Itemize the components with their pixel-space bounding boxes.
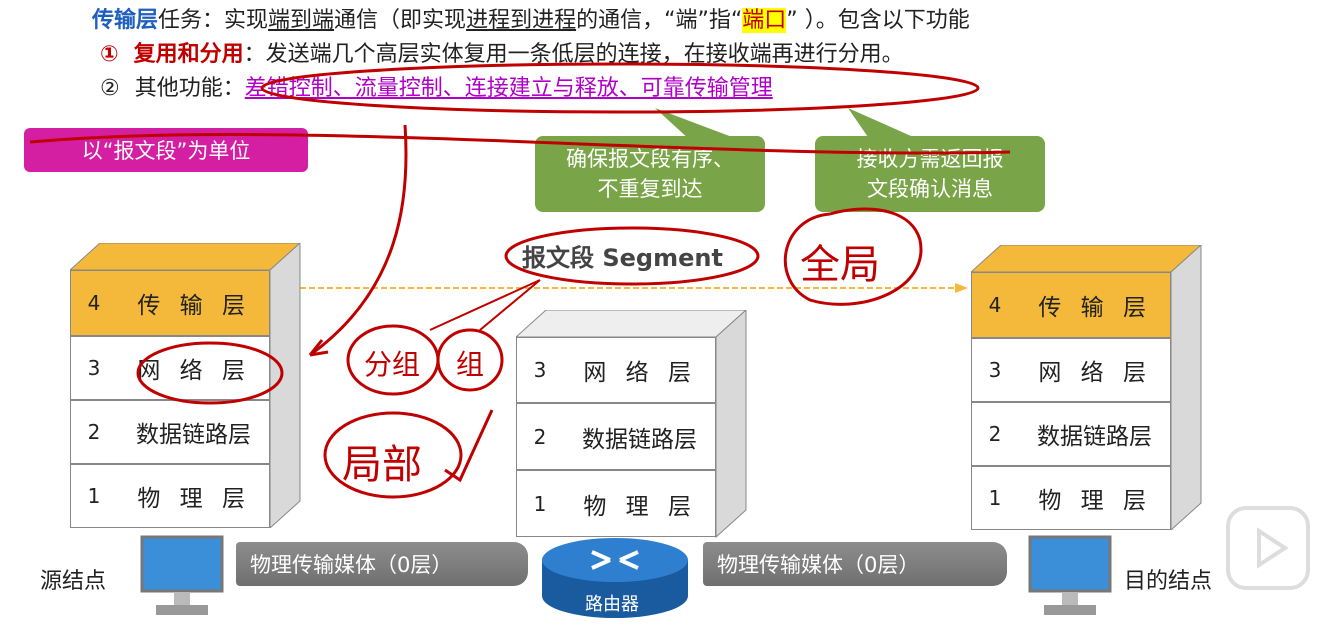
term-transport-layer: 传输层 [92,8,159,33]
segment-arrow [300,283,968,293]
layer-name: 网 络 层 [1038,360,1152,386]
layer-name: 物 理 层 [137,486,251,512]
layer-num: 2 [533,424,547,449]
dest-stack: 4 传 输 层 3 网 络 层 2 数据链路层 1 物 理 层 [971,245,1231,530]
annotation-global: 全局 [800,242,880,288]
function-2-line: ② 其他功能：差错控制、流量控制、连接建立与释放、可靠传输管理 [100,74,773,104]
callout-ordered-line2: 不重复到达 [597,177,703,201]
title-process-to-process: 进程到进程 [466,8,577,33]
dest-node-label: 目的结点 [1124,569,1213,594]
layer-name: 数据链路层 [1037,424,1152,450]
callout-ordered-line1: 确保报文段有序、 [566,147,734,171]
source-computer-icon [140,535,224,615]
bullet-1: ① [100,42,119,67]
layer-num: 1 [87,484,101,508]
title-line: 传输层任务：实现端到端通信（即实现进程到进程的通信，“端”指“端口” ）。包含以… [92,6,970,36]
callout-ack: 接收方需返回报文段确认消息 [815,136,1045,212]
source-layer-2: 2 数据链路层 [70,400,270,464]
layer-name: 数据链路层 [136,422,251,448]
title-end-to-end: 端到端 [268,8,335,33]
annotation-group: 组 [456,348,485,381]
dest-layer-1: 1 物 理 层 [971,466,1171,530]
media-left-label: 物理传输媒体（0层） [250,553,453,577]
play-icon[interactable] [1225,505,1311,591]
layer-num: 4 [87,291,101,315]
layer-num: 1 [533,491,547,516]
layer-name: 网 络 层 [583,360,697,386]
layer-num: 3 [988,358,1002,382]
title-text-2: 通信（即实现 [334,8,467,33]
title-text-1: 任务：实现 [158,8,269,33]
dest-layer-3: 3 网 络 层 [971,338,1171,402]
function-2-label: 其他功能： [134,76,245,101]
annotation-packet: 分组 [364,348,421,381]
router-layer-2: 2 数据链路层 [516,403,716,470]
media-left: 物理传输媒体（0层） [236,542,528,586]
dest-layer-2: 2 数据链路层 [971,402,1171,466]
media-right: 物理传输媒体（0层） [703,542,1007,586]
layer-num: 2 [87,420,101,444]
source-stack-3d [70,243,301,528]
title-port: 端口 [742,8,787,33]
bullet-2: ② [100,76,120,101]
dest-stack-3d [971,245,1202,530]
segment-label: 报文段 Segment [522,244,723,272]
layer-name: 数据链路层 [582,426,697,453]
router-label: 路由器 [585,594,639,615]
router-stack: 3 网 络 层 2 数据链路层 1 物 理 层 [516,310,756,540]
layer-name: 网 络 层 [137,358,251,384]
callout-ack-line2: 文段确认消息 [867,177,993,201]
router-layer-1: 1 物 理 层 [516,470,716,537]
layer-num: 4 [988,293,1002,317]
layer-num: 1 [988,486,1002,510]
layer-num: 3 [533,358,547,382]
annotation-local: 局部 [342,442,422,488]
media-right-label: 物理传输媒体（0层） [717,553,920,577]
dest-computer-icon [1028,535,1112,615]
layer-name: 传 输 层 [137,293,251,319]
source-node-label: 源结点 [40,569,107,594]
layer-name: 物 理 层 [583,493,697,520]
title-text-4: ” ）。包含以下功能 [786,8,970,33]
source-layer-1: 1 物 理 层 [70,464,270,528]
dest-layer-4: 4 传 输 层 [971,272,1171,338]
router-stack-3d [516,310,747,539]
function-1-label: 复用和分用 [133,42,244,67]
layer-num: 3 [87,356,101,380]
layer-name: 物 理 层 [1038,488,1152,514]
title-text-3: 的通信，“端”指“ [576,8,743,33]
layer-name: 传 输 层 [1038,295,1152,321]
callout-segment-unit-text: 以“报文段”为单位 [81,139,251,163]
source-layer-4: 4 传 输 层 [70,270,270,336]
function-2-text: 差错控制、流量控制、连接建立与释放、可靠传输管理 [244,76,773,101]
router-layer-3: 3 网 络 层 [516,337,716,403]
router-icon [542,538,688,618]
layer-num: 2 [988,422,1002,446]
callout-ack-line1: 接收方需返回报 [856,147,1004,171]
